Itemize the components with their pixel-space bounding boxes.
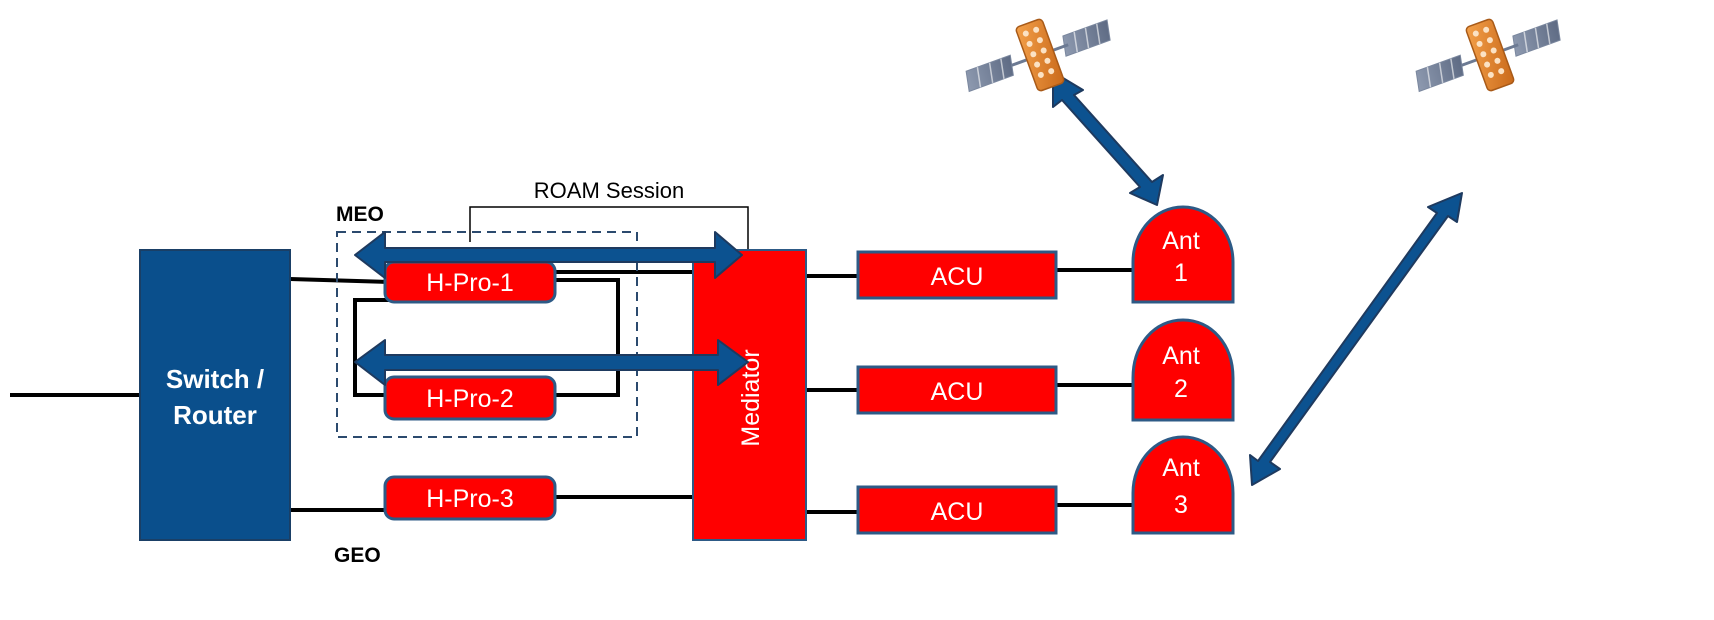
- hpro-3-label: H-Pro-3: [426, 485, 514, 513]
- meo-label: MEO: [336, 203, 384, 226]
- antenna-3-label-1: Ant: [1162, 454, 1200, 482]
- acu-1-label: ACU: [931, 263, 984, 291]
- acu-2: ACU: [856, 365, 1058, 415]
- antenna-1: Ant 1: [1131, 205, 1235, 304]
- roam-session-bracket: [469, 206, 749, 252]
- hpro-loop-right: [555, 278, 620, 397]
- hpro-loop-left: [353, 298, 390, 397]
- acu-3: ACU: [856, 485, 1058, 535]
- acu-1: ACU: [856, 250, 1058, 300]
- antenna-3: Ant 3: [1131, 435, 1235, 535]
- satellite-icon: [965, 18, 1111, 93]
- hpro-1-label: H-Pro-1: [426, 269, 514, 297]
- antenna-1-label-2: 1: [1174, 259, 1188, 287]
- satellite-link-arrows: [1052, 71, 1463, 486]
- switch-router-label-2: Router: [173, 400, 257, 430]
- switch-router-label-1: Switch /: [166, 364, 264, 394]
- antenna-1-label-1: Ant: [1162, 227, 1200, 255]
- acu-3-label: ACU: [931, 498, 984, 526]
- antenna-3-label-2: 3: [1174, 491, 1188, 519]
- antenna-2: Ant 2: [1131, 318, 1235, 422]
- geo-label: GEO: [334, 544, 381, 567]
- connection-lines: [10, 268, 1133, 514]
- satellite-icon: [1415, 18, 1561, 93]
- hpro-3: H-Pro-3: [383, 475, 557, 521]
- hpro-2-label: H-Pro-2: [426, 385, 514, 413]
- roam-arrow-top: [354, 231, 743, 279]
- antenna-2-label-1: Ant: [1162, 342, 1200, 370]
- roam-arrows: [354, 231, 749, 386]
- switch-router: Switch / Router: [139, 249, 291, 541]
- hpro-1: H-Pro-1: [383, 260, 557, 304]
- acu-2-label: ACU: [931, 378, 984, 406]
- roam-session-label: ROAM Session: [534, 178, 684, 203]
- roam-arrow-middle: [354, 339, 749, 386]
- mediator: Mediator: [692, 249, 807, 541]
- sat-link-arrow-2: [1249, 192, 1463, 486]
- antenna-2-label-2: 2: [1174, 375, 1188, 403]
- hpro-2: H-Pro-2: [383, 375, 557, 421]
- meo-group-box: [336, 231, 638, 438]
- sat-link-arrow-1: [1052, 71, 1164, 206]
- link-switch-hpro1: [289, 277, 391, 284]
